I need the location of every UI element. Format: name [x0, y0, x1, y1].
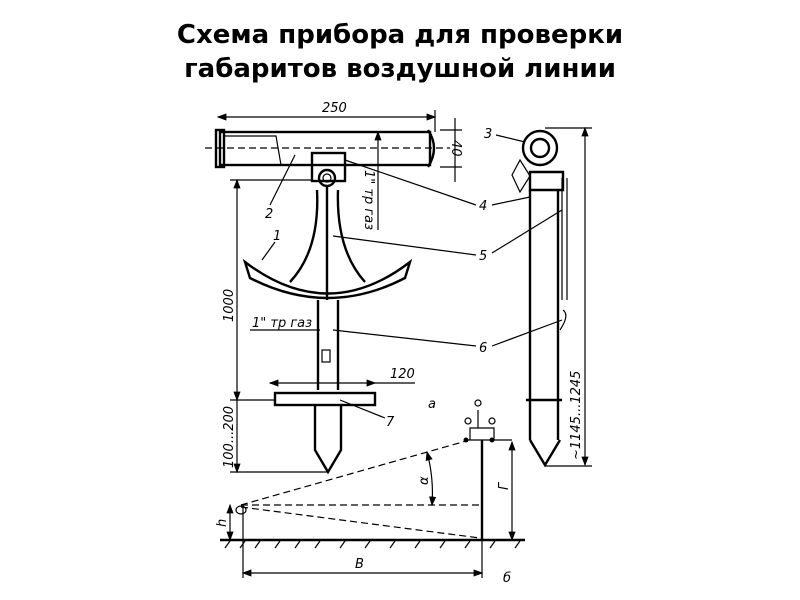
- title-line-2: габаритов воздушной линии: [184, 54, 616, 84]
- dim-1000: 1000: [222, 289, 237, 322]
- plumb-body: [289, 189, 366, 283]
- measurement-scheme: α Г h В б: [215, 399, 525, 586]
- wing-nut: [511, 158, 531, 194]
- view-b-label: б: [503, 571, 511, 586]
- part-1: 1: [273, 229, 281, 244]
- stem-head: [310, 151, 347, 183]
- observer-height-label: h: [215, 519, 230, 527]
- part-3: 3: [484, 127, 492, 142]
- view-a-label: а: [428, 397, 436, 412]
- dim-40: 40: [448, 140, 463, 157]
- distance-label: В: [355, 557, 364, 572]
- part-4: 4: [479, 199, 487, 214]
- angle-alpha: α: [417, 476, 432, 485]
- slide-title: Схема прибора для проверки габаритов воз…: [0, 18, 800, 86]
- dim-total: ~1145...1245: [569, 371, 584, 460]
- part-2: 2: [265, 207, 273, 222]
- part-6: 6: [479, 341, 487, 356]
- clearance-label: Г: [497, 481, 512, 490]
- pipe-label-horizontal: 1" тр газ: [252, 316, 312, 331]
- spike: [313, 405, 343, 475]
- front-view: 250 40 1" тр газ 120 1000 100...200 1" т…: [205, 101, 463, 475]
- angle-scale: [242, 258, 413, 300]
- part-5: 5: [479, 249, 487, 264]
- side-view: ~1145...1245 3 4 5 6: [332, 126, 592, 468]
- stem: [316, 300, 340, 390]
- dim-250: 250: [322, 101, 347, 116]
- dim-100-200: 100...200: [222, 406, 237, 468]
- sight-tube: [205, 128, 450, 169]
- pipe-label-vertical: 1" тр газ: [361, 170, 376, 230]
- title-line-1: Схема прибора для проверки: [176, 20, 624, 50]
- part-7: 7: [386, 415, 395, 430]
- dim-120: 120: [390, 367, 415, 382]
- observer-eye: [235, 505, 247, 515]
- support-plate: [273, 391, 377, 407]
